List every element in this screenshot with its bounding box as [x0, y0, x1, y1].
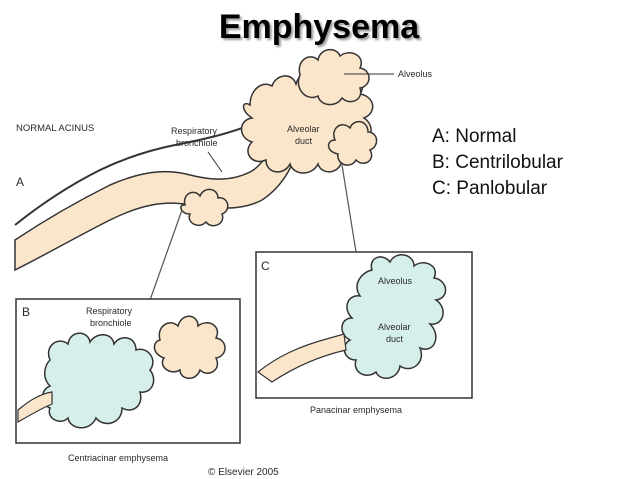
panel-c-airway [257, 333, 347, 383]
panel-b-airway [17, 391, 53, 424]
bronchiole-leader-line [207, 151, 223, 173]
legend-item-c: C: Panlobular [432, 178, 548, 199]
panel-a-bronchiole-label-1: Respiratory [171, 126, 218, 136]
panel-c-letter: C [261, 259, 270, 273]
panel-c-caption: Panacinar emphysema [310, 405, 402, 415]
legend-item-b: B: Centrilobular [432, 152, 563, 173]
panel-c-duct-label-1: Alveolar [378, 322, 411, 332]
alveolus-cluster-right [327, 120, 378, 166]
panel-a-letter: A [16, 175, 24, 189]
panel-b-letter: B [22, 305, 30, 319]
panel-a-duct-label-2: duct [295, 136, 313, 146]
panel-a-normal-acinus: NORMAL ACINUS A Respiratory bronchiole A… [14, 48, 433, 301]
panel-b-bronchiole-label-2: bronchiole [90, 318, 132, 328]
panel-a-heading: NORMAL ACINUS [16, 123, 94, 134]
legend: A: Normal B: Centrilobular C: Panlobular [432, 124, 563, 202]
legend-item-a: A: Normal [432, 126, 517, 147]
panel-a-bronchiole-label-2: bronchiole [176, 138, 218, 148]
panel-b-emphysema-region [41, 332, 155, 429]
alveolus-cluster-lower [180, 188, 229, 227]
copyright-text: © Elsevier 2005 [208, 467, 279, 478]
panel-c-duct-label-2: duct [386, 334, 404, 344]
panel-b-alveoli-tissue [153, 315, 226, 379]
panel-b-caption: Centriacinar emphysema [68, 453, 168, 463]
panel-a-duct-label-1: Alveolar [287, 124, 320, 134]
panel-a-alveolus-label: Alveolus [398, 69, 433, 79]
alveolus-cluster-top [297, 48, 370, 106]
panel-b-bronchiole-label-1: Respiratory [86, 306, 133, 316]
connector-to-panel-c [341, 164, 357, 253]
slide-title: Emphysema [218, 8, 420, 46]
panel-c-emphysema-region [341, 254, 447, 379]
panel-b-centriacinar: B Respiratory bronchiole Centriacinar em… [15, 298, 241, 463]
panel-c-panacinar: C Alveolus Alveolar duct Panacinar emphy… [255, 251, 473, 415]
connector-to-panel-b [149, 209, 183, 301]
panel-c-alveolus-label: Alveolus [378, 276, 413, 286]
